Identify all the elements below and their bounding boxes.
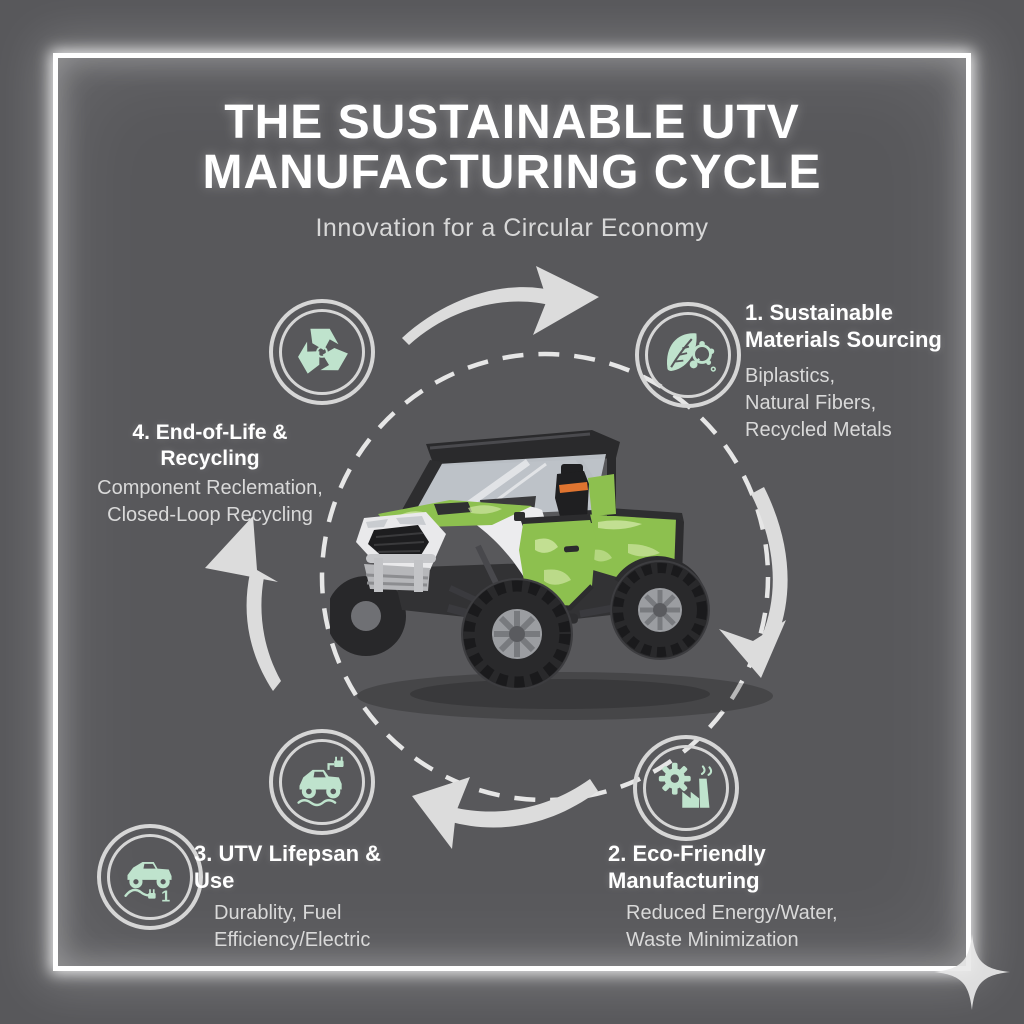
stage-2-block: 2. Eco-Friendly Manufacturing Reduced En… (608, 841, 918, 954)
truck-badge-numeral: 1 (161, 888, 170, 905)
cycle-arrow-top (402, 266, 599, 345)
page-title: THE SUSTAINABLE UTV MANUFACTURING CYCLE (0, 98, 1024, 198)
materials-badge-ring (645, 312, 731, 398)
cycle-arrow-bottom (412, 777, 598, 849)
gear-factory-icon (658, 762, 713, 808)
stage-3-block: 3. UTV Lifepsan & Use Durablity, Fuel Ef… (194, 841, 424, 954)
recycle-badge (269, 299, 375, 405)
page-title-line2: MANUFACTURING CYCLE (202, 145, 822, 199)
lifespan-truck-badge-ring: 1 (107, 834, 193, 920)
recycle-arrows-icon (298, 328, 348, 374)
stage-3-description: Durablity, Fuel Efficiency/Electric (214, 901, 371, 951)
utv-plug-icon (297, 756, 344, 807)
stage-4-block: 4. End-of-Life & Recycling Component Rec… (84, 420, 336, 529)
lifespan-truck-badge: 1 (97, 824, 203, 930)
green-camo-utv-illustration (330, 430, 773, 720)
materials-badge (635, 302, 741, 408)
stage-4-title: 4. End-of-Life & Recycling (132, 421, 288, 470)
page-title-line1: THE SUSTAINABLE UTV (224, 96, 800, 149)
leaf-molecule-icon (667, 333, 716, 372)
utv-electric-badge (269, 729, 375, 835)
utv-electric-badge-ring (279, 739, 365, 825)
header: THE SUSTAINABLE UTV MANUFACTURING CYCLE … (0, 98, 1024, 243)
stage-1-title: 1. Sustainable Materials Sourcing (745, 300, 942, 352)
page-subtitle: Innovation for a Circular Economy (315, 213, 709, 242)
stage-2-description: Reduced Energy/Water, Waste Minimization (626, 901, 838, 951)
stage-1-description: Biplastics, Natural Fibers, Recycled Met… (745, 364, 892, 441)
stage-3-title: 3. UTV Lifepsan & Use (194, 841, 382, 893)
manufacturing-badge (633, 735, 739, 841)
recycle-badge-ring (279, 309, 365, 395)
truck-terrain-plug-icon: 1 (124, 862, 172, 905)
manufacturing-badge-ring (643, 745, 729, 831)
stage-1-block: 1. Sustainable Materials Sourcing Biplas… (745, 300, 970, 444)
stage-4-description: Component Reclemation, Closed-Loop Recyc… (97, 477, 323, 527)
cycle-arrow-right (719, 487, 788, 678)
cycle-arrow-left (205, 516, 281, 691)
stage-2-title: 2. Eco-Friendly Manufacturing (608, 841, 766, 893)
four-point-star-icon (934, 934, 1010, 1010)
cycle-dashed-circle (319, 351, 771, 803)
